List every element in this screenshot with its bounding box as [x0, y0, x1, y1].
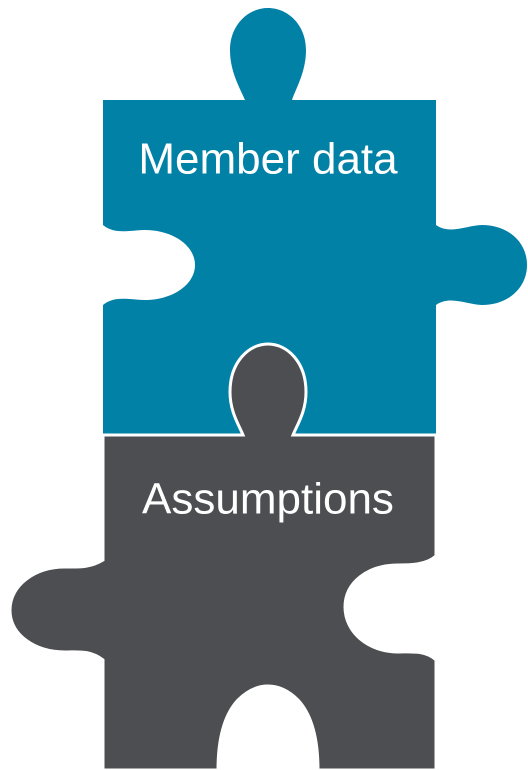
member-data-label: Member data [138, 135, 398, 184]
puzzle-piece-assumptions [8, 342, 438, 770]
assumptions-label: Assumptions [142, 475, 394, 524]
puzzle-piece-member-data [103, 8, 527, 435]
